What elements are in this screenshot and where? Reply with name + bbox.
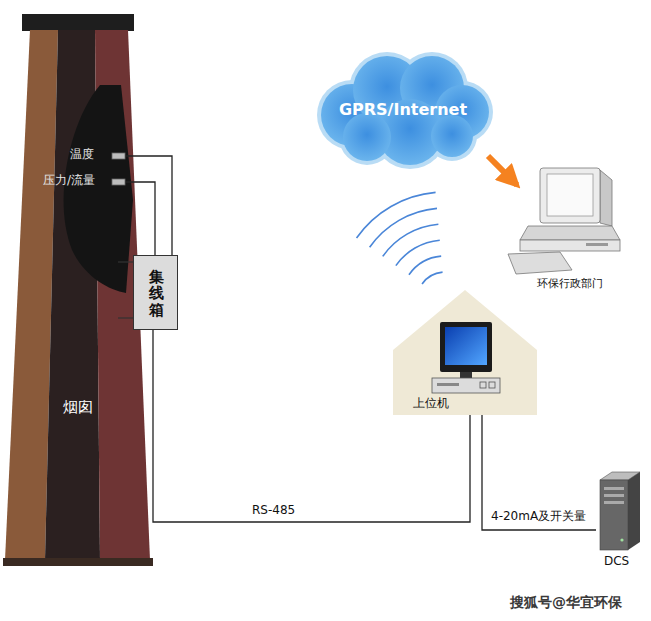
host-computer-node: 上位机 bbox=[393, 290, 537, 415]
wave-arc bbox=[422, 272, 442, 284]
sensor-probe bbox=[112, 153, 125, 159]
node-text: 烟囱 bbox=[63, 398, 93, 416]
dcs-server-node: DCS bbox=[596, 472, 642, 576]
connector bbox=[153, 330, 470, 522]
wave-arc bbox=[396, 240, 440, 265]
wireless-waves bbox=[357, 192, 443, 284]
connector bbox=[488, 156, 517, 185]
chimney: 烟囱 温度压力/流量 bbox=[3, 12, 153, 568]
wave-arc bbox=[409, 256, 441, 275]
cloud-drawing bbox=[317, 52, 493, 169]
wave-arc bbox=[383, 224, 439, 256]
connector bbox=[126, 182, 155, 255]
office-computer bbox=[508, 168, 620, 274]
sensor-label: 温度 bbox=[70, 146, 126, 166]
server-drawing bbox=[600, 472, 640, 550]
box-mount bbox=[118, 317, 133, 318]
watermark: 搜狐号@华宜环保 bbox=[510, 594, 622, 611]
node-text: GPRS/Internet bbox=[339, 100, 467, 119]
connector bbox=[126, 156, 172, 255]
house-drawing bbox=[393, 290, 537, 415]
edge-label: RS-485 bbox=[250, 503, 297, 517]
chimney-base bbox=[3, 558, 153, 566]
node-text: 上位机 bbox=[413, 396, 449, 410]
edge-label: 4-20mA及开关量 bbox=[489, 509, 588, 523]
sensor-probe bbox=[112, 179, 125, 185]
node-text: 压力/流量 bbox=[43, 173, 95, 187]
node-text: 温度 bbox=[70, 147, 94, 161]
chimney-cutaway bbox=[64, 85, 133, 293]
junction-box: 集线箱 bbox=[133, 255, 178, 330]
wave-arc bbox=[357, 192, 436, 238]
node-text: DCS bbox=[604, 554, 629, 568]
network-cloud: GPRS/Internet bbox=[318, 60, 488, 160]
node-text: 环保行政部门 bbox=[537, 277, 603, 290]
box-mount bbox=[118, 261, 133, 262]
connector bbox=[482, 415, 596, 530]
office-computer-node: 环保行政部门 bbox=[503, 165, 625, 293]
node-text: 集线箱 bbox=[149, 269, 164, 319]
chimney-drawing bbox=[3, 14, 153, 566]
chimney-cap bbox=[22, 14, 134, 31]
sensor-label: 压力/流量 bbox=[43, 172, 126, 192]
